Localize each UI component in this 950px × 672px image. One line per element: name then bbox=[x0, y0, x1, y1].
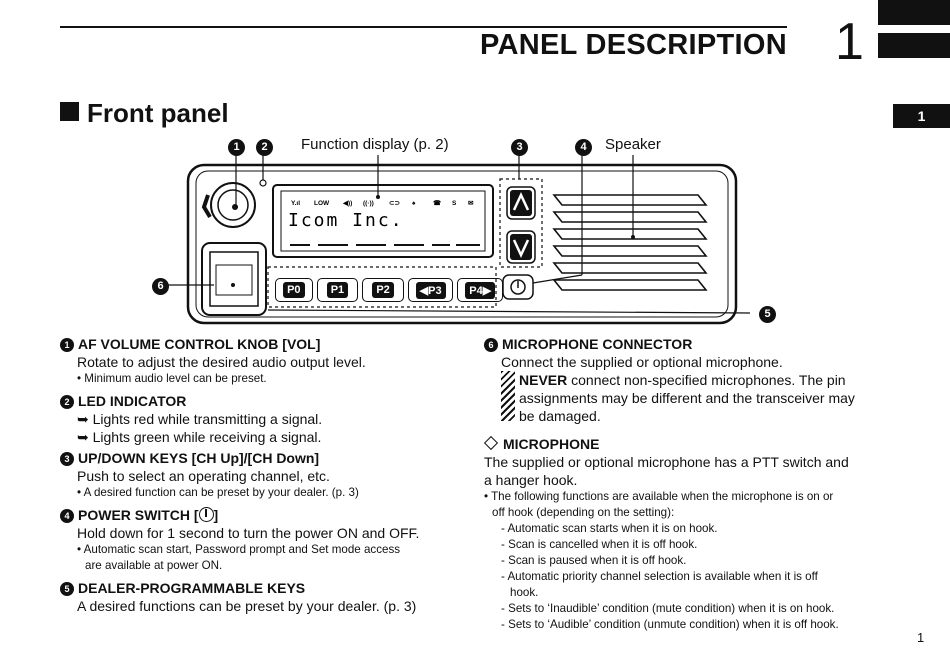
svg-text:☎: ☎ bbox=[433, 199, 442, 207]
key-p0[interactable]: P0 bbox=[275, 278, 313, 302]
key-p1[interactable]: P1 bbox=[316, 278, 359, 302]
callout-4: 4 bbox=[575, 137, 592, 156]
svg-text:⊂⊃: ⊂⊃ bbox=[389, 200, 400, 207]
lcd-display: Y.ıl LOW ◀)) ((·)) ⊂⊃ ♠ ☎ S ✉ Icom Inc. bbox=[272, 184, 494, 258]
section-heading: Front panel bbox=[60, 98, 229, 129]
svg-text:Icom Inc.: Icom Inc. bbox=[288, 210, 404, 231]
power-icon bbox=[198, 507, 214, 522]
header-rule bbox=[60, 26, 787, 28]
key-p3[interactable]: ◀P3 bbox=[407, 278, 454, 302]
chapter-number: 1 bbox=[835, 13, 864, 71]
speaker-label: Speaker bbox=[605, 136, 661, 153]
svg-text:((·)): ((·)) bbox=[363, 200, 374, 207]
callout-1: 1 bbox=[228, 137, 245, 156]
volume-knob-icon bbox=[201, 182, 256, 228]
chapter-tab-bar-top bbox=[878, 0, 950, 25]
mic-connector-icon bbox=[201, 242, 267, 316]
led-icon bbox=[259, 179, 267, 187]
speaker-grille bbox=[552, 194, 708, 291]
callout-2: 2 bbox=[256, 137, 273, 156]
callout-5: 5 bbox=[759, 304, 776, 323]
page-title: PANEL DESCRIPTION bbox=[480, 29, 787, 61]
ch-down-key bbox=[506, 230, 536, 264]
programmable-keys: P0 P1 P2 ◀P3 P4▶ bbox=[275, 278, 503, 302]
callout-3: 3 bbox=[511, 137, 528, 156]
page-number: 1 bbox=[917, 630, 925, 645]
power-switch bbox=[502, 274, 534, 300]
side-chapter-tab[interactable]: 1 bbox=[893, 104, 950, 128]
svg-text:♠: ♠ bbox=[412, 200, 416, 207]
diamond-bullet-icon bbox=[483, 435, 499, 451]
function-display-label: Function display (p. 2) bbox=[301, 136, 449, 153]
ch-up-key bbox=[506, 186, 536, 220]
svg-text:LOW: LOW bbox=[314, 200, 330, 207]
svg-text:◀)): ◀)) bbox=[342, 200, 352, 207]
caution-hatch-icon bbox=[501, 371, 515, 421]
square-bullet-icon bbox=[60, 102, 79, 121]
key-p4[interactable]: P4▶ bbox=[457, 278, 503, 302]
warning-note: NEVER connect non-specified microphones.… bbox=[484, 371, 870, 425]
svg-text:✉: ✉ bbox=[468, 200, 474, 207]
svg-text:Y.ıl: Y.ıl bbox=[291, 200, 300, 207]
radio-front-panel-diagram: Y.ıl LOW ◀)) ((·)) ⊂⊃ ♠ ☎ S ✉ Icom Inc. bbox=[168, 155, 751, 325]
callout-6: 6 bbox=[152, 276, 169, 295]
svg-text:S: S bbox=[452, 200, 457, 207]
microphone-section: MICROPHONE The supplied or optional micr… bbox=[483, 435, 849, 631]
chapter-tab-bar-bottom bbox=[878, 33, 950, 58]
key-p2[interactable]: P2 bbox=[362, 278, 404, 302]
